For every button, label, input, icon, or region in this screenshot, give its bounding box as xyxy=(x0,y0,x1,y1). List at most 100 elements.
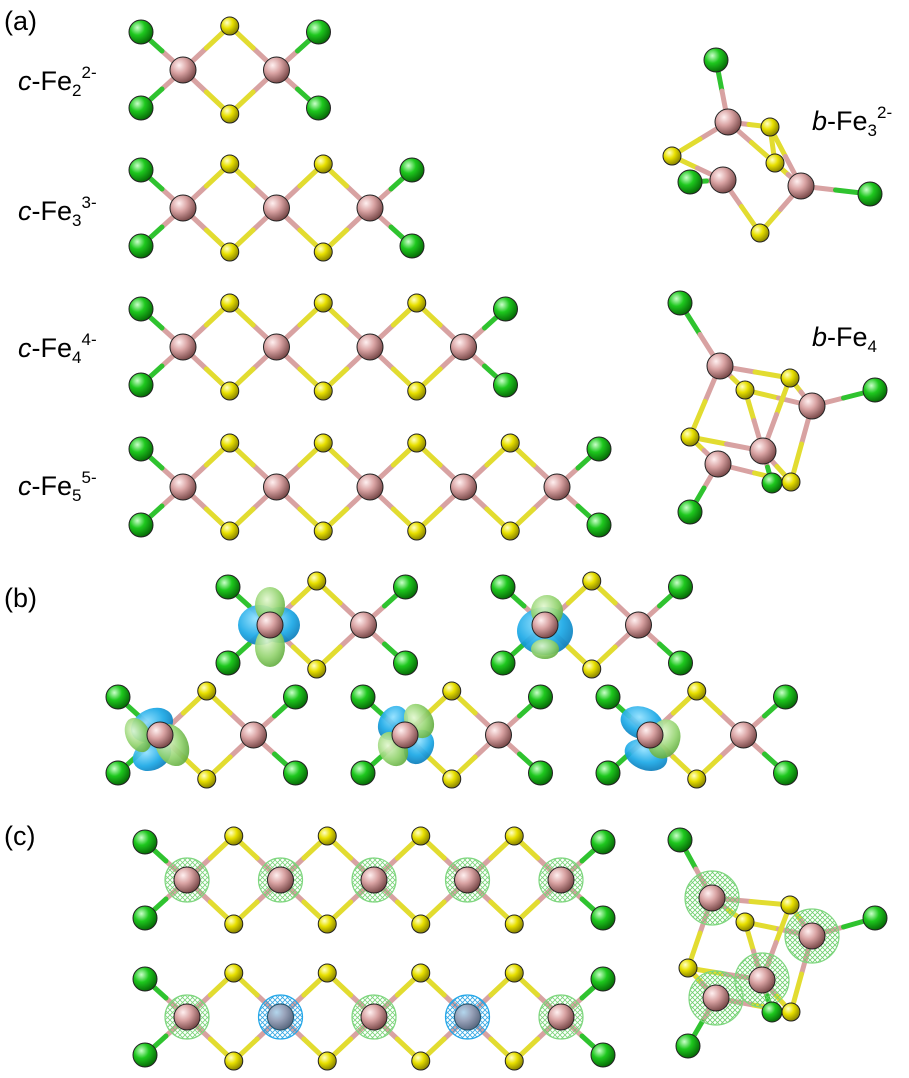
label-c-fe3: c-Fe33- xyxy=(18,193,97,230)
cluster-b-fe4-fe-atom xyxy=(798,392,826,420)
chain-c-fe5-fe-atom xyxy=(356,473,384,501)
molecule-layer xyxy=(105,16,888,1071)
cluster-b-fe3-fe-atom xyxy=(714,108,742,136)
chain-c-fe3-s-atom xyxy=(220,154,240,174)
chain-c-fe3-s-atom xyxy=(220,242,240,262)
chain-c-fe5-cl-atom xyxy=(586,436,612,462)
spin-chain-afm-s-atom xyxy=(317,963,337,983)
spin-chain-fm-s-atom xyxy=(504,914,524,934)
chain-c-fe4-s-atom xyxy=(313,293,333,313)
spin-chain-afm-s-atom xyxy=(504,1051,524,1071)
orbital-b5-s-atom xyxy=(687,681,707,701)
cluster-b-fe3-s-atom xyxy=(765,153,785,173)
spin-chain-afm-s-atom xyxy=(411,1051,431,1071)
chain-c-fe2-cl-atom xyxy=(306,19,331,45)
orbital-b1-s-atom xyxy=(307,659,327,679)
chain-c-fe4-s-atom xyxy=(220,293,240,313)
chain-c-fe5-cl-atom xyxy=(586,512,612,538)
orbital-b5-fe-atom xyxy=(636,721,664,749)
chain-c-fe2-s-atom xyxy=(220,16,240,36)
cluster-b-fe4-fe-atom xyxy=(706,352,734,380)
cluster-b-fe4-s-atom xyxy=(780,368,800,388)
label-b-fe4: b-Fe4 xyxy=(812,322,877,356)
orbital-b1-s-atom xyxy=(307,571,327,591)
spin-chain-fm-s-atom xyxy=(224,914,244,934)
orbital-b1-cl-atom xyxy=(215,574,241,600)
orbital-b2-cl-atom xyxy=(490,650,516,676)
cluster-b-fe4-s-atom xyxy=(781,472,801,492)
spin-chain-afm-fe-atom xyxy=(267,1003,294,1031)
orbital-b4-s-atom xyxy=(442,769,462,789)
orbital-b5-cl-atom xyxy=(773,684,798,710)
chain-c-fe5-fe-atom xyxy=(543,473,571,501)
orbital-b5-s-atom xyxy=(687,769,707,789)
chain-c-fe3-s-atom xyxy=(313,154,333,174)
chain-c-fe5-s-atom xyxy=(500,433,520,453)
spin-chain-afm-fe-atom xyxy=(360,1003,388,1031)
spin-cluster-b-fe4 xyxy=(667,827,888,1059)
cluster-b-fe3-s-atom xyxy=(750,223,770,243)
cluster-b-fe3-s-atom xyxy=(760,117,780,137)
orbital-b5-cl-atom xyxy=(595,684,621,710)
orbital-b2-cl-atom xyxy=(668,650,693,676)
label-c-fe2: c-Fe22- xyxy=(18,63,97,100)
chain-c-fe3-s-atom xyxy=(313,242,333,262)
chain-c-fe5-fe-atom xyxy=(263,473,290,501)
orbital-b2-fe-atom xyxy=(531,611,559,639)
chain-c-fe2-fe-atom xyxy=(169,56,197,84)
spin-cluster-b-fe4-s-atom xyxy=(678,958,698,978)
spin-chain-fm-s-atom xyxy=(317,826,337,846)
chain-c-fe3-cl-atom xyxy=(128,233,154,259)
spin-cluster-b-fe4-cl-atom xyxy=(761,1001,783,1023)
panel-label-a: (a) xyxy=(4,6,37,36)
spin-chain-afm-s-atom xyxy=(411,963,431,983)
chain-c-fe5-s-atom xyxy=(220,433,240,453)
spin-cluster-b-fe4-cl-atom xyxy=(667,827,693,853)
chain-c-fe3-cl-atom xyxy=(128,157,154,183)
chain-c-fe2-cl-atom xyxy=(306,95,331,121)
spin-chain-afm-cl-atom xyxy=(132,1042,158,1068)
spin-cluster-b-fe4-fe-atom xyxy=(698,884,726,912)
cluster-b-fe3-cl-atom xyxy=(703,47,729,73)
cluster-b-fe4-cl-atom xyxy=(761,472,783,494)
spin-chain-fm-fe-atom xyxy=(267,866,294,894)
chain-c-fe4-fe-atom xyxy=(263,333,290,361)
chain-c-fe5-cl-atom xyxy=(128,512,154,538)
spin-chain-afm xyxy=(132,963,616,1071)
spin-chain-afm-cl-atom xyxy=(132,966,158,992)
spin-chain-fm-cl-atom xyxy=(590,829,616,855)
orbital-b5-cl-atom xyxy=(595,760,621,786)
orbital-b2-s-atom xyxy=(582,659,602,679)
spin-chain-afm-spin-core-blue xyxy=(453,1003,482,1031)
orbital-b3-fe-atom xyxy=(146,721,174,749)
chain-c-fe3-fe-atom xyxy=(356,194,384,222)
cluster-b-fe4-cl-atom xyxy=(677,499,703,525)
spin-chain-afm-cl-atom xyxy=(590,966,616,992)
spin-chain-afm-spin-core-blue xyxy=(266,1003,295,1031)
spin-chain-fm-s-atom xyxy=(317,914,337,934)
orbital-b4-cl-atom xyxy=(350,684,376,710)
chain-c-fe4 xyxy=(128,293,518,401)
spin-chain-afm-fe-atom xyxy=(173,1003,201,1031)
chain-c-fe5 xyxy=(128,433,612,541)
chain-c-fe4-fe-atom xyxy=(356,333,384,361)
orbital-b2-cl-atom xyxy=(490,574,516,600)
chain-c-fe5-s-atom xyxy=(313,433,333,453)
orbital-b2-s-atom xyxy=(582,571,602,591)
chain-c-fe5-s-atom xyxy=(407,521,427,541)
chain-c-fe4-s-atom xyxy=(407,381,427,401)
chain-c-fe5-fe-atom xyxy=(450,473,477,501)
cluster-b-fe4-cl-atom xyxy=(667,290,693,316)
spin-chain-fm-cl-atom xyxy=(132,905,158,931)
orbital-b2 xyxy=(490,571,693,679)
chain-c-fe3 xyxy=(128,154,425,262)
chain-c-fe4-fe-atom xyxy=(169,333,197,361)
chain-c-fe4-s-atom xyxy=(407,293,427,313)
orbital-b3 xyxy=(105,681,308,789)
cluster-b-fe3-fe-atom xyxy=(787,172,815,200)
chain-c-fe5-s-atom xyxy=(407,433,427,453)
orbital-b3-cl-atom xyxy=(283,760,308,786)
spin-chain-fm-fe-atom xyxy=(173,866,201,894)
chain-c-fe5-fe-atom xyxy=(169,473,197,501)
cluster-b-fe3-s-atom xyxy=(662,146,682,166)
